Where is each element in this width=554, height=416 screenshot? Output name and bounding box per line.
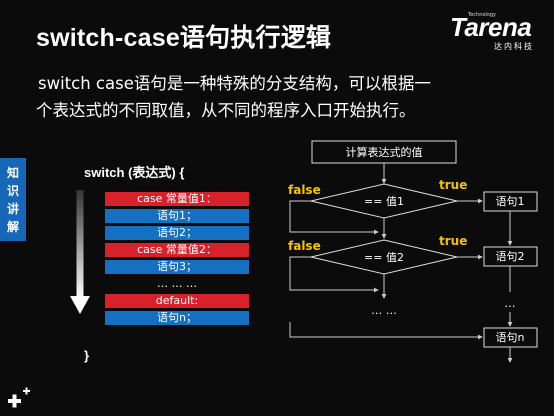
logo-tech-text: Technology (468, 12, 497, 18)
tarena-logo: Technology Tarena 达内科技 (446, 10, 546, 51)
knowledge-tab[interactable]: 知 识 讲 解 (0, 158, 26, 241)
tab-char: 知 (6, 166, 19, 180)
flow-connector (289, 200, 379, 235)
intro-line-2: 个表达式的不同取值，从不同的程序入口开始执行。 (36, 101, 416, 120)
flow-cond2-text: == 值2 (364, 251, 404, 264)
tab-char: 解 (6, 220, 19, 234)
flow-right-ellipsis: … (505, 297, 516, 310)
code-row: case 常量值2： (105, 243, 249, 257)
code-row: 语句2； (105, 226, 249, 240)
switch-header: switch (表达式) { (84, 165, 185, 180)
flow-true-label-2: true (439, 234, 467, 248)
flow-start-text: 计算表达式的值 (346, 145, 423, 159)
flow-stmt2-text: 语句2 (496, 250, 525, 263)
code-row: case 常量值1： (105, 192, 249, 206)
intro-text: switch case语句是一种特殊的分支结构，可以根据一 个表达式的不同取值，… (36, 70, 536, 124)
logo-cn-text: 达内科技 (494, 42, 534, 51)
code-row: 语句1； (105, 209, 249, 223)
code-row: 语句n； (105, 311, 249, 325)
logo-brand-text: Tarena (450, 12, 532, 42)
tab-char: 识 (6, 184, 19, 198)
down-arrow-icon (70, 190, 90, 314)
flow-stmtn-text: 语句n (496, 331, 525, 344)
flow-false-label-2: false (288, 239, 321, 253)
code-row: 语句3； (105, 260, 249, 274)
code-row: … … … (157, 277, 197, 290)
plus-logo-icon (8, 387, 30, 408)
flow-connector (289, 256, 379, 293)
flow-false-label-1: false (288, 183, 321, 197)
code-rows: case 常量值1： 语句1； 语句2； case 常量值2： 语句3； … …… (105, 192, 249, 328)
flow-connector (289, 322, 483, 340)
flow-mid-ellipsis: … … (371, 304, 397, 317)
code-row: default: (105, 294, 249, 308)
flow-true-label-1: true (439, 178, 467, 192)
switch-close-brace: } (84, 348, 90, 363)
intro-line-1: switch case语句是一种特殊的分支结构，可以根据一 (38, 74, 431, 93)
flowchart: 计算表达式的值 == 值1 true false 语句1 == 值2 true … (288, 140, 538, 363)
tab-char: 讲 (6, 202, 19, 216)
flow-stmt1-text: 语句1 (496, 195, 525, 208)
flow-cond1-text: == 值1 (364, 195, 404, 208)
slide-title: switch-case语句执行逻辑 (36, 24, 332, 52)
